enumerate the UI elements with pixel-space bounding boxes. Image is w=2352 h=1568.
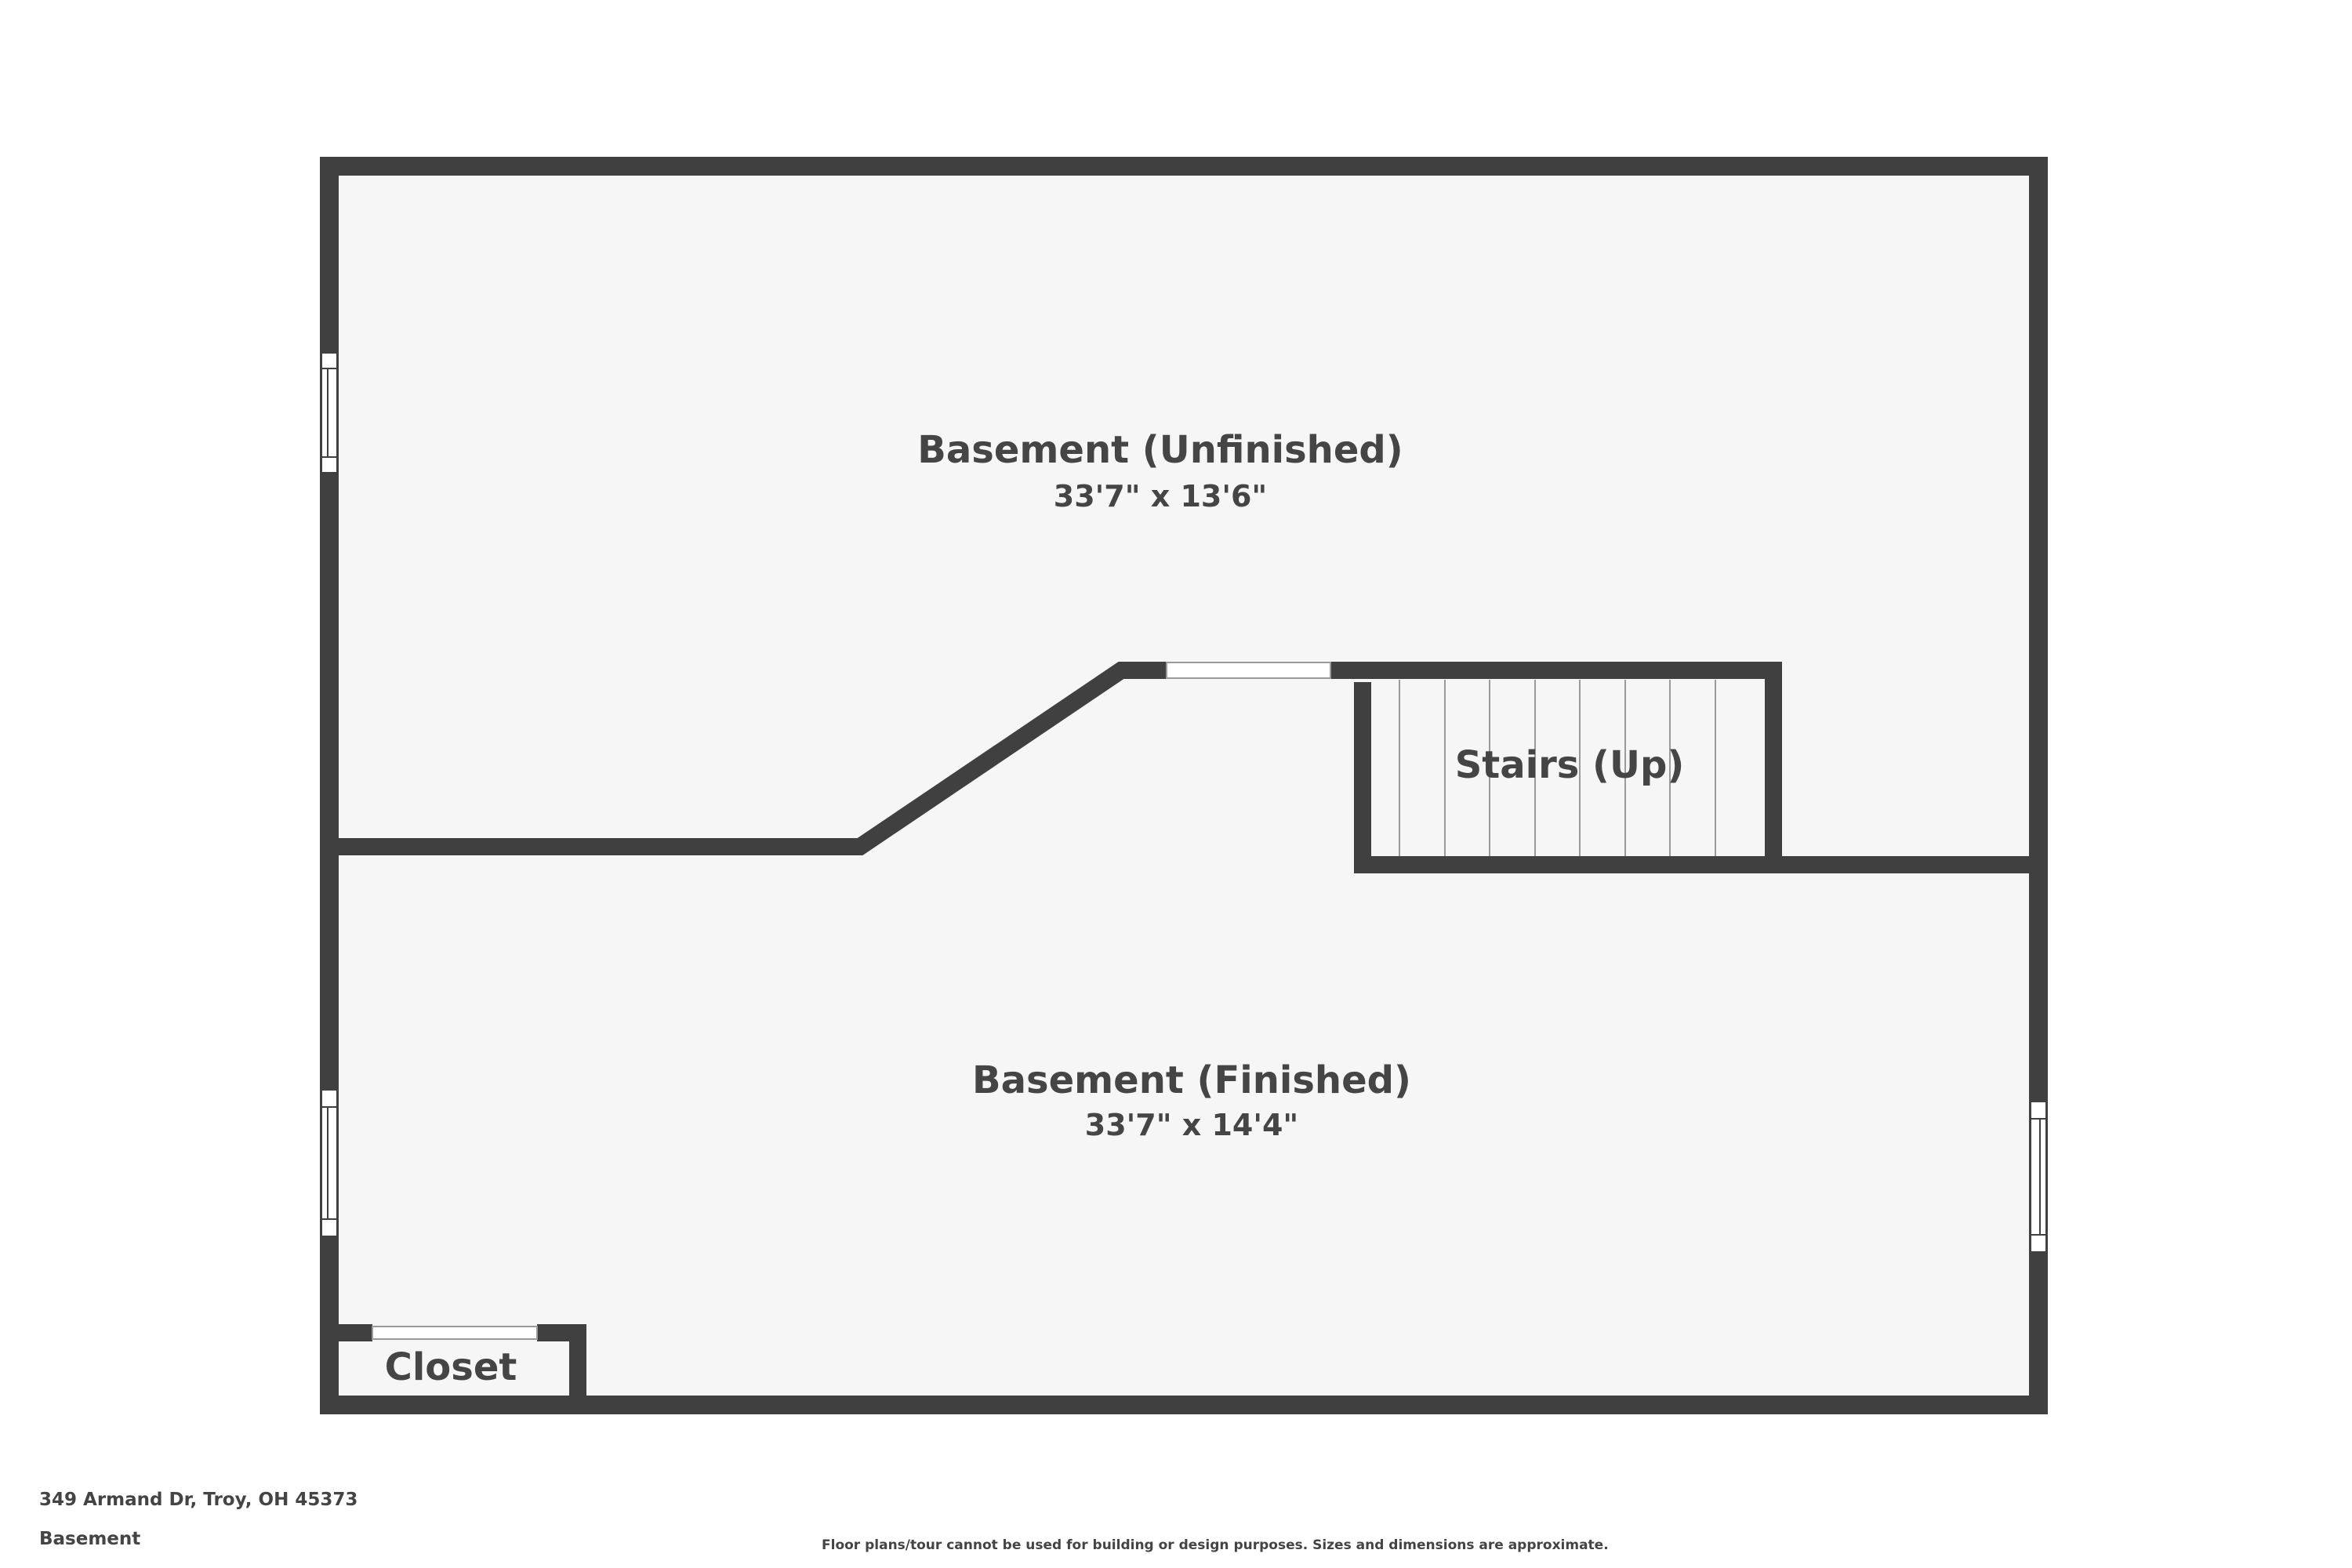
stair-treads (1399, 680, 1716, 856)
window (2030, 1101, 2047, 1253)
room-name-basement-unfinished: Basement (Unfinished) (917, 428, 1403, 472)
window (321, 1089, 338, 1237)
window (321, 352, 338, 474)
room-dims-basement-unfinished: 33'7" x 13'6" (1054, 479, 1267, 514)
closet-door-opening (372, 1326, 538, 1340)
closet-wall-right (537, 1324, 586, 1405)
wall-opening (1166, 662, 1331, 679)
room-name-basement-finished: Basement (Finished) (972, 1058, 1411, 1102)
room-dims-basement-finished: 33'7" x 14'4" (1085, 1108, 1298, 1142)
floor-area (329, 166, 2038, 1405)
disclaimer: Floor plans/tour cannot be used for buil… (822, 1537, 1609, 1553)
dividing-wall (329, 662, 1167, 855)
room-name-stairs: Stairs (Up) (1455, 743, 1685, 787)
property-address: 349 Armand Dr, Troy, OH 45373 (39, 1490, 358, 1510)
room-name-closet: Closet (385, 1345, 517, 1389)
outer-wall (320, 157, 2048, 1414)
floor-name: Basement (39, 1529, 141, 1549)
